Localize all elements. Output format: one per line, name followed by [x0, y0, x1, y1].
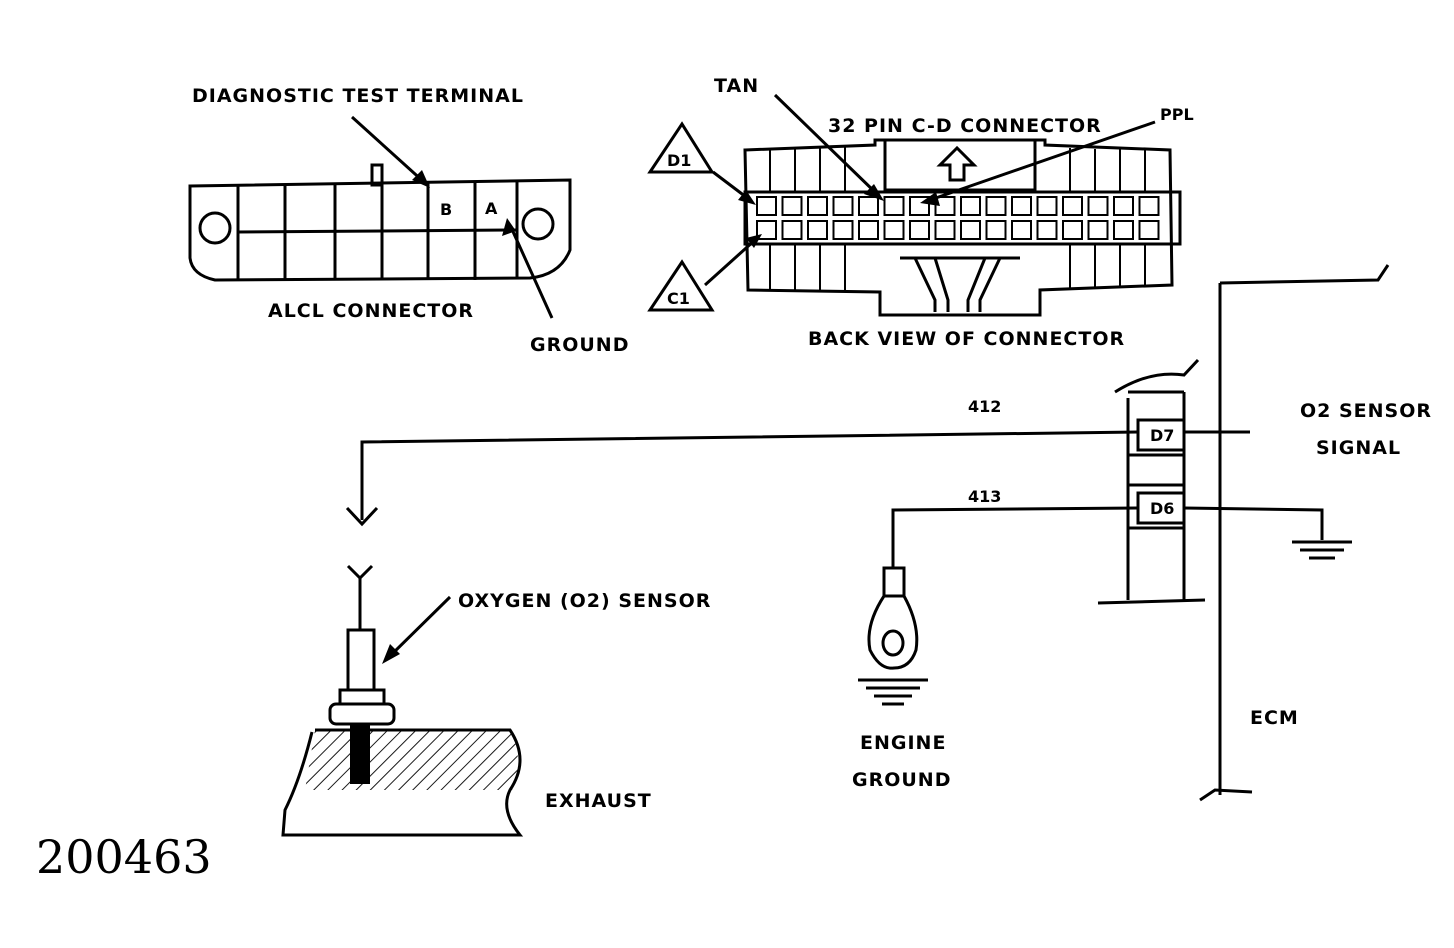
cd-pin-cavity — [1087, 196, 1109, 216]
cd-pin-cavity — [1138, 220, 1160, 240]
engine-ground: ENGINE GROUND — [852, 566, 951, 791]
ground-label: GROUND — [530, 334, 629, 356]
cd-pin-cavity — [1011, 220, 1032, 240]
wire-412-label: 412 — [968, 397, 1001, 416]
cd-pin-cavity — [960, 220, 981, 240]
cd-upper-housing — [883, 138, 1037, 192]
o2-sensor-arrow — [386, 595, 452, 660]
wire-412: 412 — [345, 397, 1139, 527]
cd-pin-cavity — [807, 196, 828, 216]
engine-ground-icon — [858, 678, 928, 706]
ecm-ground-icon — [1292, 540, 1352, 560]
engine-ground-line1: ENGINE — [860, 732, 946, 754]
diag-arrowhead — [412, 170, 430, 188]
cd-pin-cavity — [1087, 220, 1109, 240]
diag-arrow — [350, 115, 427, 185]
cd-ribs-lower — [769, 245, 1146, 290]
cd-pin-cavity — [1113, 196, 1134, 216]
cd-ribs-upper — [769, 147, 1146, 192]
diagnostic-test-terminal-label: DIAGNOSTIC TEST TERMINAL — [192, 85, 524, 107]
ecm-ground-wire — [1183, 506, 1324, 540]
pin-d7-label: D7 — [1150, 426, 1174, 445]
cd-pin-cavity — [832, 196, 854, 216]
cd-pin-cavity — [1036, 196, 1058, 216]
cd-pin-cavity — [909, 220, 930, 240]
alcl-key-tab — [370, 163, 384, 187]
cd-pin-band — [743, 190, 1182, 246]
cd-pin-cavity — [883, 196, 905, 216]
cd-pin-cavity — [1062, 220, 1083, 240]
cd-pin-cavity — [883, 220, 905, 240]
cd-pin-cavity — [756, 220, 777, 240]
cd-pin-cavity — [858, 220, 879, 240]
cd-pin-rows — [756, 196, 1160, 240]
cd-connector-title: 32 PIN C-D CONNECTOR — [828, 115, 1102, 137]
exhaust-pipe: EXHAUST — [281, 724, 652, 837]
ring-terminal-crimp — [882, 566, 906, 598]
ground-arrowhead — [502, 218, 516, 236]
alcl-pin-grid — [236, 182, 519, 280]
cd-harness — [900, 256, 1020, 312]
cd-pin-cavity — [909, 196, 930, 216]
cd-pin-cavity — [934, 220, 956, 240]
ground-arrow — [508, 224, 554, 319]
cd-pin-cavity — [807, 220, 828, 240]
alcl-pin-a: A — [485, 199, 498, 218]
o2-sensor-signal-line2: SIGNAL — [1316, 437, 1401, 459]
cd-pin-cavity — [781, 196, 803, 216]
d1-triangle — [647, 121, 715, 174]
cd-pin-cavity — [832, 220, 854, 240]
sensor-body — [346, 628, 376, 692]
cd-pin-cavity — [985, 196, 1007, 216]
o2-sensor-signal-line1: O2 SENSOR — [1300, 400, 1432, 422]
c1-label: C1 — [667, 289, 690, 308]
alcl-pin-b: B — [440, 200, 452, 219]
cd-pin-cavity — [781, 220, 803, 240]
sensor-connector-end — [346, 564, 374, 581]
up-arrow-icon — [936, 145, 978, 182]
cd-pin-cavity — [985, 220, 1007, 240]
cd-pin-cavity — [858, 196, 879, 216]
figure-id: 200463 — [36, 830, 212, 884]
pin-d6-label: D6 — [1150, 499, 1174, 518]
pin-d7-box — [1136, 418, 1186, 452]
ppl-label: PPL — [1160, 105, 1194, 124]
cd-pin-cavity — [756, 196, 777, 216]
alcl-connector-title: ALCL CONNECTOR — [268, 300, 474, 322]
ecm-label: ECM — [1250, 707, 1299, 729]
ppl-arrow — [929, 120, 1156, 202]
cd-pin-cavity — [1011, 196, 1032, 216]
ring-terminal-hole — [881, 629, 905, 657]
cd-connector-caption: BACK VIEW OF CONNECTOR — [808, 328, 1125, 350]
tan-arrow — [773, 93, 880, 197]
tan-label: TAN — [714, 75, 759, 97]
alcl-connector: B A DIAGNOSTIC TEST TERMINAL ALCL CONNEC… — [188, 85, 629, 356]
wire-413-label: 413 — [968, 487, 1001, 506]
wire-413: 413 — [891, 487, 1139, 568]
sensor-hex-nut — [328, 702, 396, 726]
d1-label: D1 — [667, 151, 691, 170]
cd-pin-cavity — [1036, 220, 1058, 240]
cd-pin-cavity — [1113, 220, 1134, 240]
cd-pin-cavity — [1062, 196, 1083, 216]
cd-pin-cavity — [934, 196, 956, 216]
exhaust-label: EXHAUST — [545, 790, 652, 812]
ecm-block: D7 D6 O2 SENSOR SIGNAL ECM — [1097, 264, 1432, 802]
oxygen-sensor-label: OXYGEN (O2) SENSOR — [458, 590, 711, 612]
c1-triangle — [647, 259, 715, 312]
engine-ground-line2: GROUND — [852, 769, 951, 791]
cd-connector: D1 C1 TAN PPL 32 PIN C-D CONNECTOR BACK … — [647, 75, 1194, 350]
cd-pin-cavity — [960, 196, 981, 216]
cd-pin-cavity — [1138, 196, 1160, 216]
